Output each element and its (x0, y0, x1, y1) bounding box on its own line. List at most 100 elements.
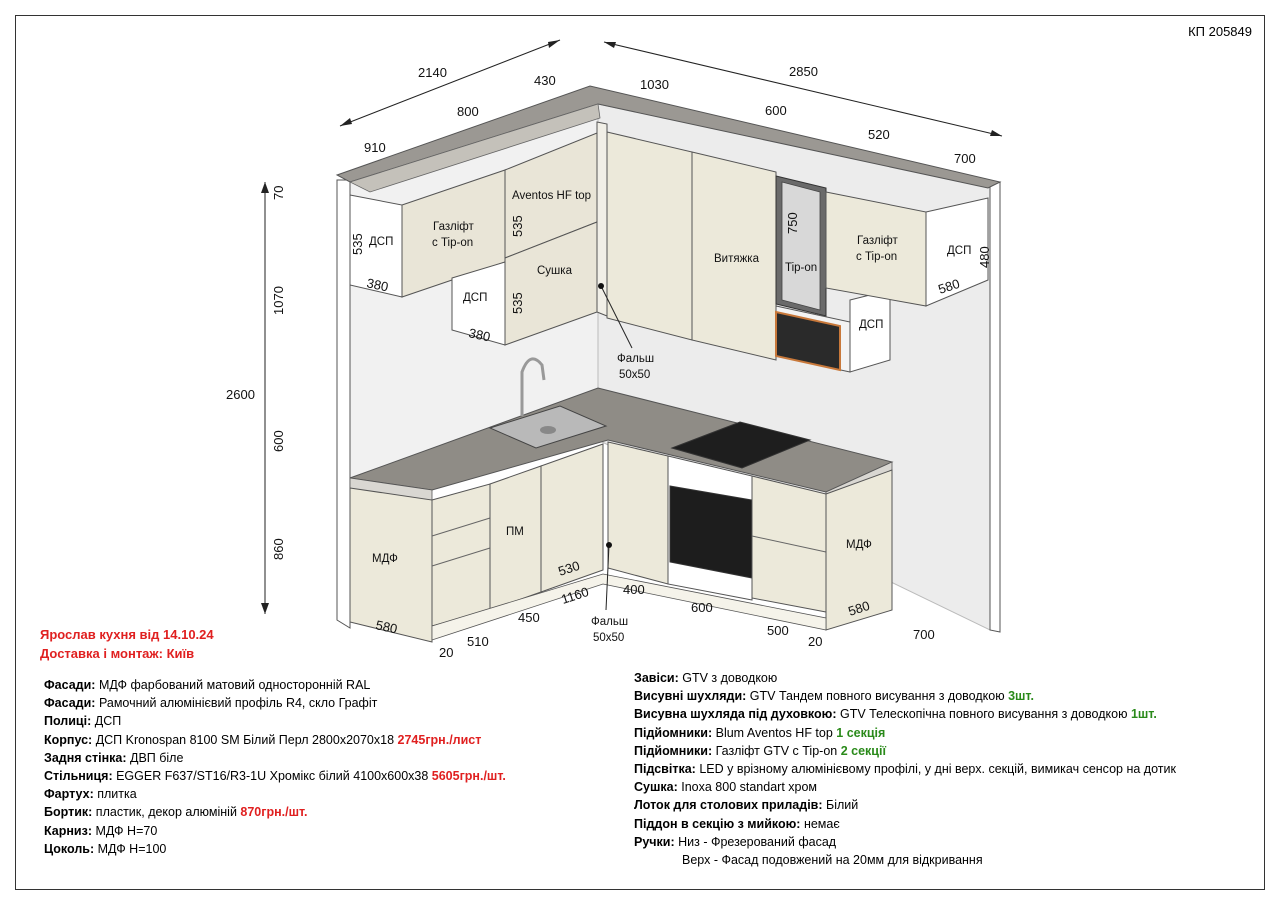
dim-380-a: 380 (365, 275, 389, 294)
spec-row: Висувна шухляда під духовкою: GTV Телеск… (634, 707, 1157, 722)
plinth (431, 573, 827, 641)
price: 870грн./шт. (240, 805, 308, 820)
spec-row: Підйомники: Газліфт GTV с Tip-on 2 секці… (634, 743, 886, 758)
label-vytyazhka: Витяжка (714, 253, 760, 265)
drawing-frame (15, 15, 1265, 890)
specs-left: Фасади: МДФ фарбований матовий односторо… (44, 676, 506, 858)
label-pm: ПМ (506, 526, 524, 538)
label-gaslift-right-2: с Tip-on (856, 251, 897, 263)
spec-row: Висувні шухляди: GTV Тандем повного вису… (634, 689, 1034, 704)
spec-row: Фартух: плитка (44, 787, 137, 802)
cornice-inner (348, 103, 601, 193)
falsh-dot-top (598, 283, 604, 289)
dim-400: 400 (623, 582, 645, 597)
quantity: 2 секції (840, 743, 886, 758)
order-header: Ярослав кухня від 14.10.24 Доставка і мо… (40, 625, 214, 663)
niche-side (849, 289, 891, 373)
label-gaslift-right-1: Газліфт (857, 235, 898, 247)
upper-hood (691, 151, 777, 361)
dim-520: 520 (868, 127, 890, 142)
dim-800: 800 (457, 104, 479, 119)
lower-drawers (431, 483, 491, 627)
cooktop (670, 421, 812, 469)
sink-drain (540, 426, 556, 434)
label-mdf-right: МДФ (846, 539, 872, 551)
dim-20-left: 20 (439, 645, 453, 660)
dim-20-right: 20 (808, 634, 822, 649)
lower-left-end (349, 487, 433, 643)
spec-row-continuation: Верх - Фасад подовжений на 20мм для відк… (682, 853, 983, 868)
kitchen-3d-drawing: 2140 430 800 910 1030 2850 600 520 700 7… (226, 39, 1003, 660)
quantity: 1шт. (1130, 707, 1157, 722)
dim-580-upper: 580 (936, 276, 961, 297)
spec-row: Підсвітка: LED у врізному алюмінієвому п… (634, 762, 1176, 777)
label-gaslift-left-2: с Tip-on (432, 237, 473, 249)
spec-row: Фасади: Рамочний алюмінієвий профіль R4,… (44, 696, 378, 711)
dim-1030: 1030 (640, 77, 669, 92)
label-tipon: Tip-on (785, 262, 817, 274)
upper-gaslift-right (825, 191, 927, 307)
microwave (775, 310, 841, 372)
lower-pm (489, 465, 542, 611)
dim-70: 70 (271, 186, 286, 200)
dim-500: 500 (767, 623, 789, 638)
lower-corner (607, 441, 669, 585)
glass-panel (781, 181, 821, 311)
oven (669, 485, 753, 579)
spec-row: Завіси: GTV з доводкою (634, 671, 778, 685)
drawer-line-1 (431, 517, 491, 537)
dim-510: 510 (467, 634, 489, 649)
label-dsp-left: ДСП (369, 236, 393, 248)
dim-535-a: 535 (510, 215, 525, 237)
price: 5605грн./шт. (431, 769, 506, 784)
label-gaslift-left-1: Газліфт (433, 221, 474, 233)
left-end-panel (336, 179, 351, 629)
spec-row: Піддон в секцію з мийкою: немає (634, 816, 840, 831)
dim-2600: 2600 (226, 387, 255, 402)
dim-600-bottom: 600 (691, 600, 713, 615)
spec-row: Фасади: МДФ фарбований матовий односторо… (44, 678, 371, 692)
dim-580-right: 580 (846, 598, 871, 619)
dim-600-top: 600 (765, 103, 787, 118)
quantity: 3шт. (1008, 689, 1034, 704)
label-dsp-right: ДСП (947, 245, 971, 257)
dimension-lines (264, 39, 1003, 614)
dim-1070: 1070 (271, 286, 286, 315)
dim-750: 750 (785, 212, 800, 234)
upper-right-1 (606, 131, 693, 341)
price: 2745грн./лист (397, 732, 482, 747)
label-dsp-open: ДСП (463, 292, 487, 304)
order-title: Ярослав кухня від 14.10.24 (40, 627, 214, 642)
dim-700-top: 700 (954, 151, 976, 166)
upper-right-side (925, 197, 989, 307)
faucet (520, 357, 546, 416)
project-code: КП 205849 (1188, 24, 1252, 39)
spec-row: Бортик: пластик, декор алюміній 870грн./… (44, 805, 308, 820)
dim-450: 450 (518, 610, 540, 625)
dim-535-b: 535 (510, 292, 525, 314)
drawer-line-3 (751, 535, 827, 553)
open-shelf-box (451, 261, 506, 346)
label-aventos: Aventos HF top (512, 190, 591, 202)
dim-530: 530 (556, 558, 581, 579)
lower-sink-cabinet (540, 443, 604, 593)
spec-row: Полиці: ДСП (44, 714, 122, 729)
dim-580-left: 580 (374, 617, 398, 636)
lower-right-end (825, 469, 893, 631)
falsh-dot-bottom (606, 542, 612, 548)
dim-600-vert: 600 (271, 430, 286, 452)
dim-2850: 2850 (789, 64, 818, 79)
quantity: 1 секція (836, 725, 886, 740)
delivery-info: Доставка і монтаж: Київ (40, 646, 195, 661)
spec-row: Стільниця: EGGER F637/ST16/R3-1U Хромікс… (44, 769, 506, 784)
label-dsp-micro: ДСП (859, 319, 883, 331)
spec-row: Підйомники: Blum Aventos HF top 1 секція (634, 725, 886, 740)
label-falsh-top-2: 50х50 (619, 369, 650, 381)
spec-row: Ручки: Низ - Фрезерований фасад (634, 834, 837, 849)
spec-row: Корпус: ДСП Kronospan 8100 SM Білий Перл… (44, 732, 482, 747)
dim-480: 480 (977, 246, 992, 268)
specs-right: Завіси: GTV з доводкою Висувні шухляди: … (634, 669, 1176, 869)
label-falsh-top-1: Фальш (617, 353, 654, 365)
dimension-arrows (261, 40, 1002, 614)
dim-700-bottom: 700 (913, 627, 935, 642)
